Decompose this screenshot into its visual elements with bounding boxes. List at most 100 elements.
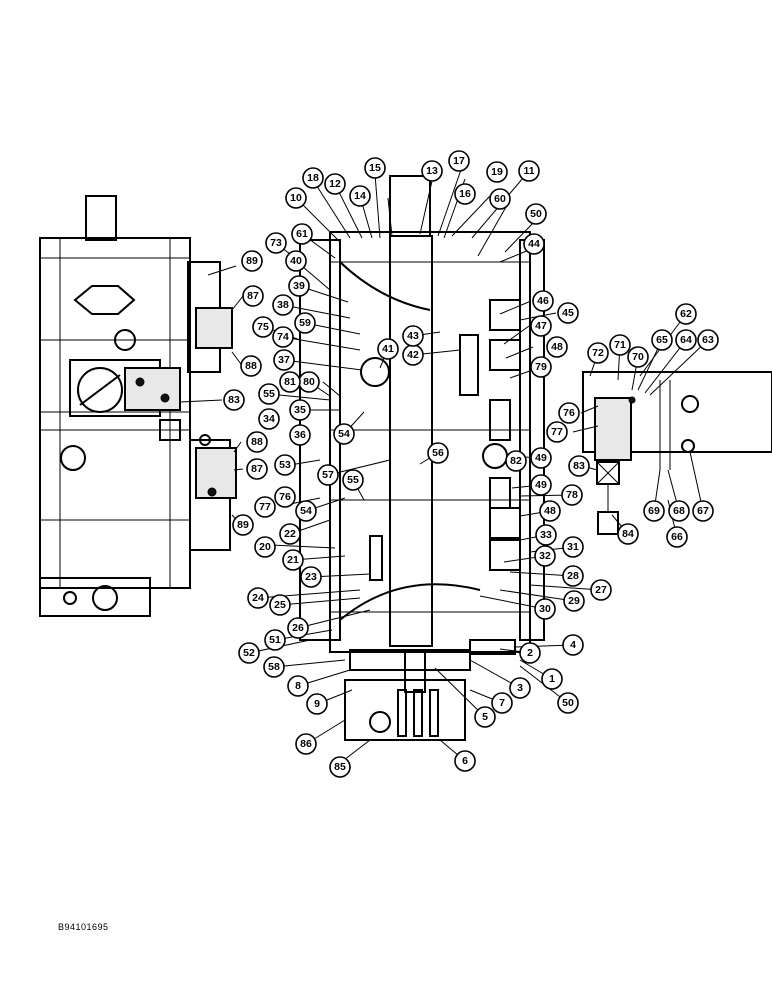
- svg-text:86: 86: [300, 738, 312, 750]
- callout-28: 28: [562, 565, 584, 587]
- callout-60: 60: [489, 188, 511, 210]
- svg-text:50: 50: [530, 208, 542, 220]
- callout-48: 48: [539, 500, 561, 522]
- svg-text:20: 20: [259, 541, 271, 553]
- callout-37: 37: [273, 349, 295, 371]
- svg-text:85: 85: [334, 761, 346, 773]
- callout-36: 36: [289, 424, 311, 446]
- svg-text:16: 16: [459, 188, 471, 200]
- svg-text:2: 2: [527, 647, 533, 659]
- svg-text:12: 12: [329, 178, 341, 190]
- callout-87: 87: [242, 285, 264, 307]
- svg-text:77: 77: [551, 426, 563, 438]
- svg-text:65: 65: [656, 334, 668, 346]
- svg-text:30: 30: [539, 603, 551, 615]
- svg-text:13: 13: [426, 165, 438, 177]
- callout-71: 71: [609, 334, 631, 356]
- callout-5: 5: [474, 706, 496, 728]
- svg-text:67: 67: [697, 505, 709, 517]
- callout-14: 14: [349, 185, 371, 207]
- callout-73: 73: [265, 232, 287, 254]
- callout-53: 53: [274, 454, 296, 476]
- callout-21: 21: [282, 549, 304, 571]
- svg-text:35: 35: [294, 404, 306, 416]
- svg-text:81: 81: [284, 376, 296, 388]
- svg-text:41: 41: [382, 343, 394, 355]
- figure-code: B94101695: [58, 922, 109, 932]
- svg-text:15: 15: [369, 162, 381, 174]
- svg-text:46: 46: [537, 295, 549, 307]
- callout-18: 18: [302, 167, 324, 189]
- callout-83: 83: [223, 389, 245, 411]
- callout-78: 78: [561, 484, 583, 506]
- svg-text:59: 59: [299, 317, 311, 329]
- callout-76: 76: [274, 486, 296, 508]
- svg-text:8: 8: [295, 680, 301, 692]
- svg-text:36: 36: [294, 429, 306, 441]
- svg-text:55: 55: [263, 388, 275, 400]
- svg-text:76: 76: [563, 407, 575, 419]
- svg-text:38: 38: [277, 299, 289, 311]
- callout-83: 83: [568, 455, 590, 477]
- svg-text:56: 56: [432, 447, 444, 459]
- callout-39: 39: [288, 275, 310, 297]
- svg-text:83: 83: [228, 394, 240, 406]
- svg-text:26: 26: [292, 622, 304, 634]
- svg-text:31: 31: [567, 541, 579, 553]
- callout-2: 2: [519, 642, 541, 664]
- callout-9: 9: [306, 693, 328, 715]
- callout-89: 89: [241, 250, 263, 272]
- svg-text:58: 58: [268, 661, 280, 673]
- svg-text:17: 17: [453, 155, 465, 167]
- callout-84: 84: [617, 523, 639, 545]
- callout-55: 55: [342, 469, 364, 491]
- svg-text:89: 89: [246, 255, 258, 267]
- callout-13: 13: [421, 160, 443, 182]
- svg-text:75: 75: [257, 321, 269, 333]
- callout-8: 8: [287, 675, 309, 697]
- svg-text:82: 82: [510, 455, 522, 467]
- svg-text:48: 48: [544, 505, 556, 517]
- svg-text:7: 7: [499, 697, 505, 709]
- callout-88: 88: [240, 355, 262, 377]
- svg-text:19: 19: [491, 166, 503, 178]
- svg-text:47: 47: [535, 320, 547, 332]
- svg-text:6: 6: [462, 755, 468, 767]
- callout-7: 7: [491, 692, 513, 714]
- callout-6: 6: [454, 750, 476, 772]
- callout-29: 29: [563, 590, 585, 612]
- svg-text:87: 87: [247, 290, 259, 302]
- svg-text:57: 57: [322, 469, 334, 481]
- callout-54: 54: [295, 500, 317, 522]
- svg-text:42: 42: [407, 349, 419, 361]
- callout-56: 56: [427, 442, 449, 464]
- svg-text:83: 83: [573, 460, 585, 472]
- svg-text:71: 71: [614, 339, 626, 351]
- callout-67: 67: [692, 500, 714, 522]
- svg-text:44: 44: [528, 238, 540, 250]
- callout-35: 35: [289, 399, 311, 421]
- svg-text:70: 70: [632, 351, 644, 363]
- svg-text:64: 64: [680, 334, 692, 346]
- svg-text:18: 18: [307, 172, 319, 184]
- svg-text:55: 55: [347, 474, 359, 486]
- svg-text:80: 80: [303, 376, 315, 388]
- svg-text:87: 87: [251, 463, 263, 475]
- callout-75: 75: [252, 316, 274, 338]
- svg-text:34: 34: [263, 413, 275, 425]
- svg-text:1: 1: [549, 673, 555, 685]
- callout-50: 50: [557, 692, 579, 714]
- callout-42: 42: [402, 344, 424, 366]
- svg-text:9: 9: [314, 698, 320, 710]
- callout-45: 45: [557, 302, 579, 324]
- callout-64: 64: [675, 329, 697, 351]
- callout-69: 69: [643, 500, 665, 522]
- svg-text:23: 23: [305, 571, 317, 583]
- callout-52: 52: [238, 642, 260, 664]
- callout-49: 49: [530, 474, 552, 496]
- svg-text:49: 49: [535, 452, 547, 464]
- callout-62: 62: [675, 303, 697, 325]
- left-pump-assembly: [39, 195, 237, 617]
- callout-25: 25: [269, 594, 291, 616]
